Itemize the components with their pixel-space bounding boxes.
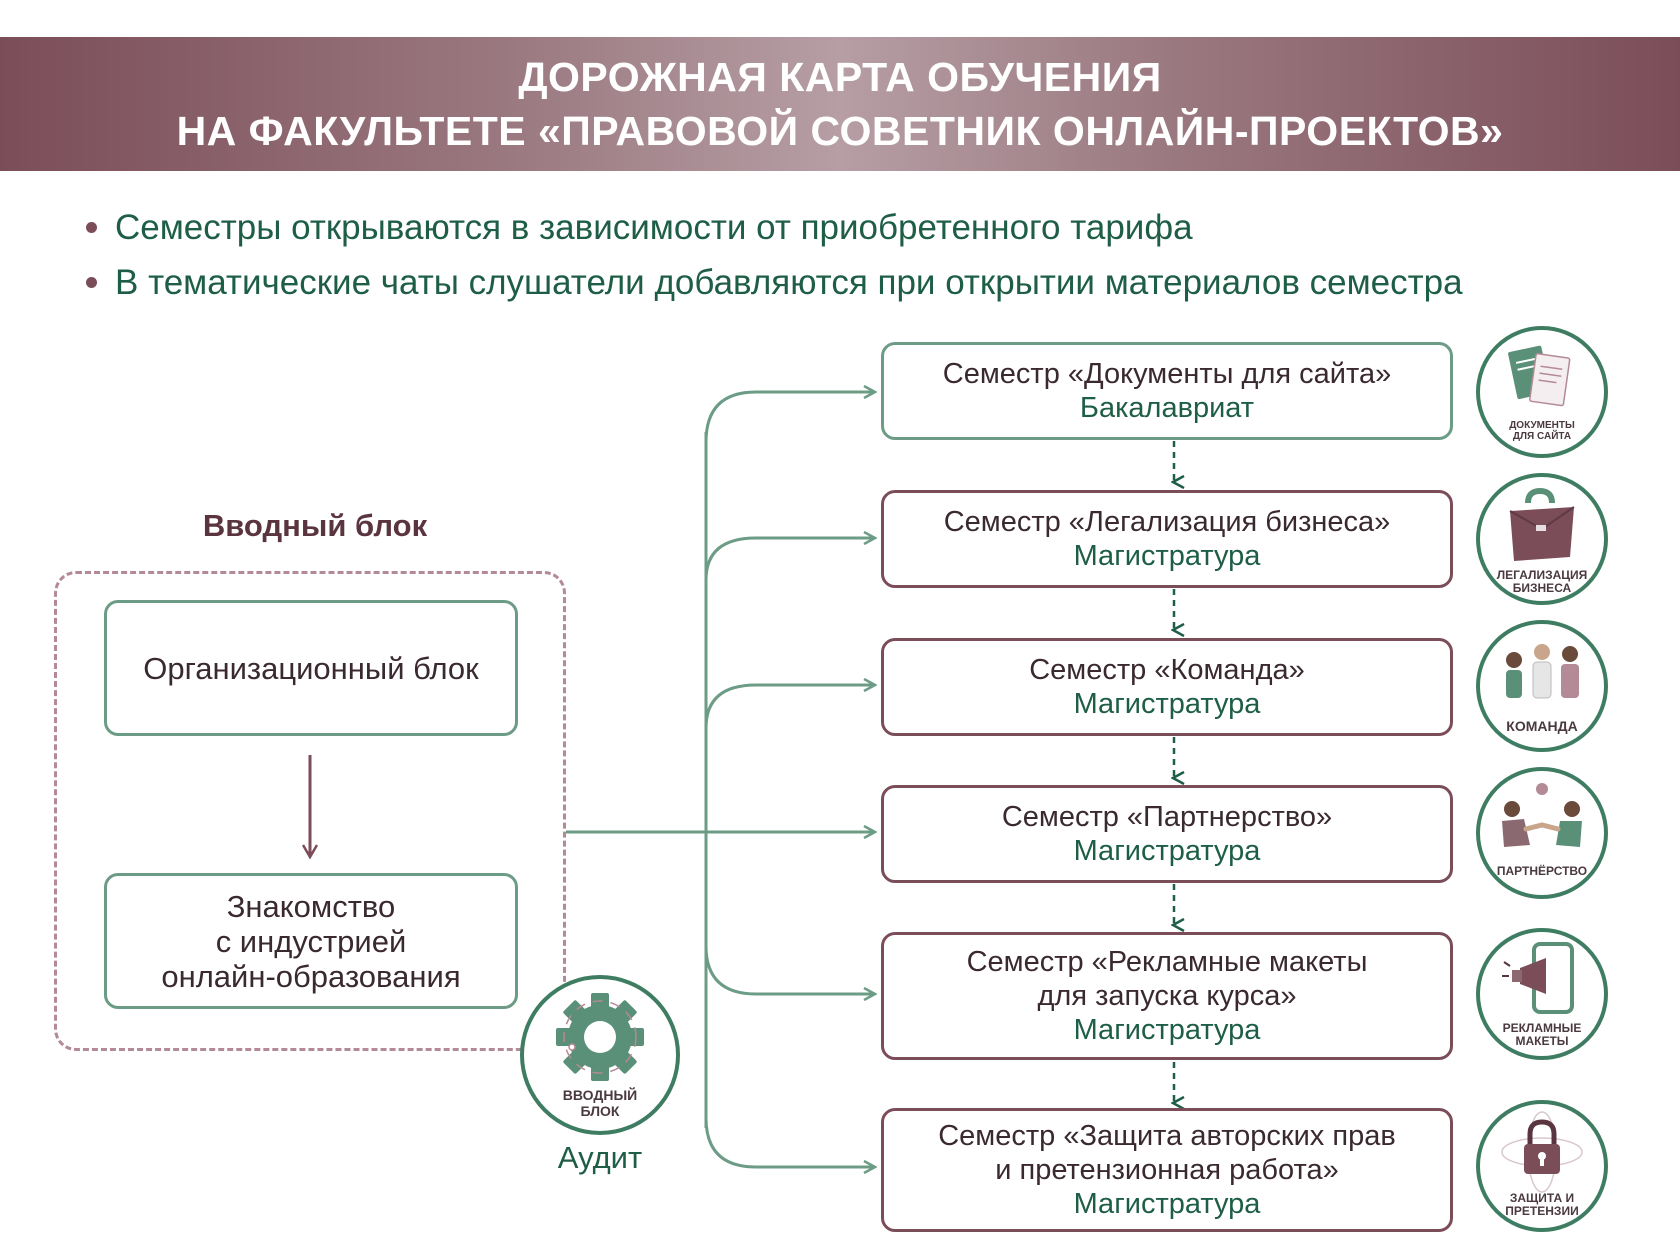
organizational-block: Организационный блок <box>104 600 518 736</box>
intro-block-frame <box>54 571 566 1051</box>
briefcase-icon <box>1509 487 1575 561</box>
header-title-line-2: НА ФАКУЛЬТЕТЕ «ПРАВОВОЙ СОВЕТНИК ОНЛАЙН-… <box>176 108 1504 154</box>
gear-icon <box>556 993 644 1081</box>
bullet-dot-icon <box>86 277 97 288</box>
copyright-circle: ЗАЩИТА И ПРЕТЕНЗИИ <box>1476 1100 1608 1232</box>
bullet-dot-icon <box>86 222 97 233</box>
info-bullets: Семестры открываются в зависимости от пр… <box>86 200 1463 310</box>
audit-circle: ВВОДНЫЙ БЛОК <box>520 975 680 1135</box>
page-header: ДОРОЖНАЯ КАРТА ОБУЧЕНИЯ НА ФАКУЛЬТЕТЕ «П… <box>0 37 1680 171</box>
audit-icon-label-line: ВВОДНЫЙ <box>562 1087 638 1103</box>
team-icon <box>1506 644 1579 699</box>
handshake-icon <box>1502 783 1582 847</box>
legalization-icon-label: ЛЕГАЛИЗАЦИЯ БИЗНЕСА <box>1484 569 1600 595</box>
icon-label-line: ДЛЯ САЙТА <box>1512 431 1572 442</box>
documents-icon-label: ДОКУМЕНТЫ ДЛЯ САЙТА <box>1484 420 1600 442</box>
partnership-circle: ПАРТНЁРСТВО <box>1476 767 1608 899</box>
icon-label-line: РЕКЛАМНЫЕ <box>1502 1021 1582 1035</box>
semester-partnership: Семестр «Партнерство» Магистратура <box>881 785 1453 883</box>
icon-label-line: КОМАНДА <box>1506 718 1578 734</box>
header-title-line-1: ДОРОЖНАЯ КАРТА ОБУЧЕНИЯ <box>518 54 1162 100</box>
semester-team: Семестр «Команда» Магистратура <box>881 638 1453 736</box>
semester-name: Семестр «Легализация бизнеса» <box>943 506 1391 538</box>
intro-block-title: Вводный блок <box>202 508 428 543</box>
audit-label: Аудит <box>557 1140 643 1175</box>
icon-label-line: МАКЕТЫ <box>1515 1034 1569 1048</box>
icon-label-line: ПРЕТЕНЗИИ <box>1505 1204 1579 1218</box>
semester-name: Семестр «Защита авторских прав и претенз… <box>938 1120 1396 1186</box>
semester-level: Магистратура <box>1073 1188 1261 1220</box>
semester-documents: Семестр «Документы для сайта» Бакалавриа… <box>881 342 1453 440</box>
semester-level: Магистратура <box>1073 1014 1261 1046</box>
partnership-icon-label: ПАРТНЁРСТВО <box>1484 865 1600 878</box>
copyright-icon-label: ЗАЩИТА И ПРЕТЕНЗИИ <box>1484 1192 1600 1218</box>
connector-branch-2 <box>704 538 874 581</box>
connector-branch-3 <box>704 685 874 729</box>
semester-legalization: Семестр «Легализация бизнеса» Магистрату… <box>881 490 1453 588</box>
icon-label-line: БИЗНЕСА <box>1512 581 1572 595</box>
team-circle: КОМАНДА <box>1476 620 1608 752</box>
ad-layouts-icon-label: РЕКЛАМНЫЕ МАКЕТЫ <box>1484 1022 1600 1048</box>
bullet-text: Семестры открываются в зависимости от пр… <box>115 207 1193 247</box>
bullet-text: В тематические чаты слушатели добавляютс… <box>115 262 1463 302</box>
semester-level: Магистратура <box>1073 835 1261 867</box>
industry-intro-line: онлайн-образования <box>161 958 461 994</box>
connector-branch-5 <box>704 945 874 994</box>
industry-intro-line: Знакомство <box>226 888 396 924</box>
documents-circle: ДОКУМЕНТЫ ДЛЯ САЙТА <box>1476 326 1608 458</box>
audit-icon-label: ВВОДНЫЙ БЛОК <box>524 1087 676 1119</box>
connector-branch-6 <box>704 1117 874 1167</box>
industry-intro-block: Знакомство с индустрией онлайн-образован… <box>104 873 518 1009</box>
semester-name: Семестр «Партнерство» <box>1001 801 1333 833</box>
semester-name: Семестр «Документы для сайта» <box>942 358 1392 390</box>
semester-copyright: Семестр «Защита авторских прав и претенз… <box>881 1108 1453 1232</box>
icon-label-line: ЛЕГАЛИЗАЦИЯ <box>1496 568 1588 582</box>
legalization-circle: ЛЕГАЛИЗАЦИЯ БИЗНЕСА <box>1476 473 1608 605</box>
ad-layouts-circle: РЕКЛАМНЫЕ МАКЕТЫ <box>1476 928 1608 1060</box>
bullet-item: Семестры открываются в зависимости от пр… <box>86 200 1463 255</box>
megaphone-icon <box>1502 942 1574 1014</box>
semester-name: Семестр «Рекламные макеты для запуска ку… <box>966 946 1368 1012</box>
icon-label-line: ДОКУМЕНТЫ <box>1509 420 1575 431</box>
icon-label-line: ПАРТНЁРСТВО <box>1496 864 1588 878</box>
team-icon-label: КОМАНДА <box>1484 718 1600 734</box>
lock-icon <box>1501 1111 1583 1193</box>
semester-name: Семестр «Команда» <box>1029 654 1305 686</box>
semester-level: Магистратура <box>1073 540 1261 572</box>
documents-icon <box>1508 345 1571 407</box>
audit-icon-label-line: БЛОК <box>580 1103 620 1119</box>
icon-label-line: ЗАЩИТА И <box>1509 1191 1575 1205</box>
industry-intro-line: с индустрией <box>215 923 407 959</box>
semester-level: Магистратура <box>1073 688 1261 720</box>
connector-branch-1 <box>704 392 874 443</box>
semester-level: Бакалавриат <box>1079 392 1255 424</box>
bullet-item: В тематические чаты слушатели добавляютс… <box>86 255 1463 310</box>
organizational-block-label: Организационный блок <box>143 650 479 686</box>
semester-ad-layouts: Семестр «Рекламные макеты для запуска ку… <box>881 932 1453 1060</box>
